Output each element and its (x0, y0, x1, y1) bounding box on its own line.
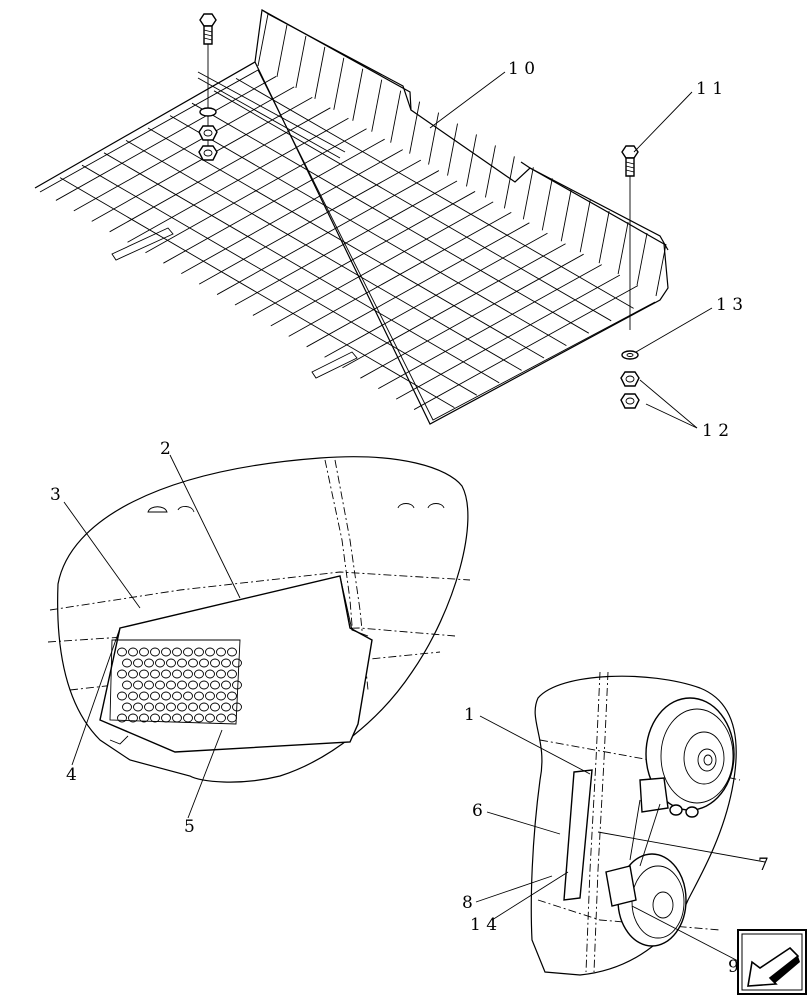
pulley-assembly (530, 671, 741, 976)
callout-7: 7 (758, 855, 769, 875)
callout-4: 4 (66, 765, 77, 785)
callout-10: 1 0 (508, 59, 535, 79)
callout-1: 1 (464, 705, 475, 725)
callout-labels: 1 0 1 1 1 3 1 2 2 3 4 5 1 6 7 8 1 4 9 (50, 59, 769, 977)
callout-8: 8 (462, 893, 473, 913)
callout-3: 3 (50, 485, 61, 505)
wire-basket (34, 9, 669, 425)
perforated-screen (117, 647, 242, 723)
arrow-down-left-icon (747, 946, 800, 987)
bolt-right (620, 145, 640, 409)
cab-panel-assembly (47, 456, 471, 783)
callout-6: 6 (472, 801, 483, 821)
callout-14: 1 4 (470, 915, 497, 935)
bolt-left (198, 13, 218, 161)
callout-11: 1 1 (696, 79, 723, 99)
leader-lines (63, 71, 766, 963)
callout-9: 9 (728, 957, 739, 977)
basket-mesh (55, 13, 667, 410)
callout-2: 2 (160, 439, 171, 459)
previous-page-button[interactable] (737, 929, 807, 995)
callout-13: 1 3 (716, 295, 743, 315)
callout-12: 1 2 (702, 421, 729, 441)
callout-5: 5 (184, 817, 195, 837)
